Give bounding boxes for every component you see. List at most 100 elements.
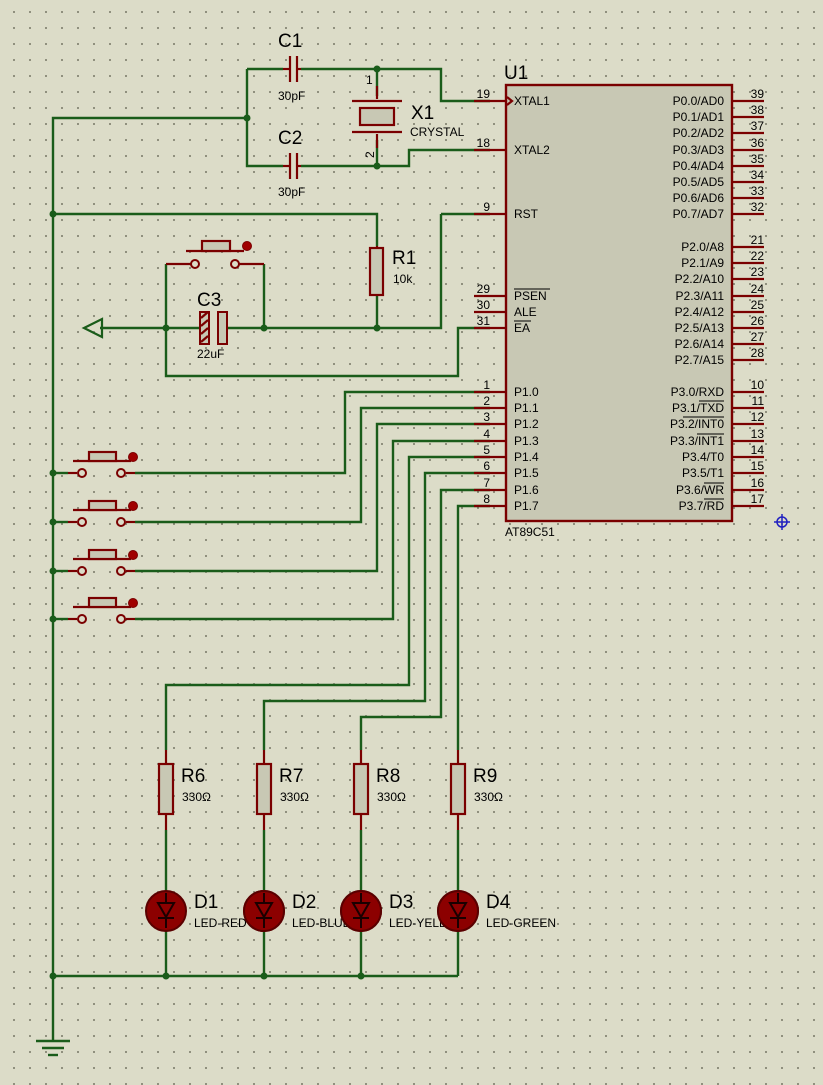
- pin-number: 10: [751, 378, 765, 392]
- led-ref: D1: [194, 892, 218, 913]
- led-value: LED-RED: [194, 916, 247, 930]
- pushbutton-switch[interactable]: [68, 548, 138, 576]
- x1-pin1: 1: [366, 73, 373, 87]
- pin-number: 17: [751, 492, 765, 506]
- resistor-r1[interactable]: R1 10k: [368, 246, 416, 297]
- pin-name: P0.1/AD1: [673, 110, 725, 124]
- x1-pin2: 2: [363, 151, 377, 158]
- crystal-x1[interactable]: 1 2 X1 CRYSTAL: [352, 73, 465, 158]
- capacitor-c3[interactable]: C3 22uF: [197, 290, 228, 361]
- pin-name: P3.5/T1: [682, 466, 724, 480]
- pin-number: 16: [751, 476, 765, 490]
- pin-number: 3: [483, 410, 490, 424]
- pin-name: P2.6/A14: [675, 337, 725, 351]
- c3-value: 22uF: [197, 347, 224, 361]
- pin-name: P2.1/A9: [681, 256, 724, 270]
- pin-number: 22: [751, 249, 765, 263]
- x1-ref: X1: [411, 103, 434, 124]
- pushbutton-switch[interactable]: [68, 499, 138, 527]
- led-overlay: [340, 890, 382, 932]
- pin-name: P3.2/INT0: [670, 417, 724, 431]
- probe-marker-icon[interactable]: [774, 514, 790, 530]
- c3-ref: C3: [197, 290, 221, 311]
- pin-name: P1.7: [514, 499, 539, 513]
- pin-number: 6: [483, 459, 490, 473]
- pin-number: 35: [751, 152, 765, 166]
- pin-name: XTAL1: [514, 94, 550, 108]
- capacitor-c2[interactable]: C2 30pF: [278, 128, 305, 199]
- pin-number: 18: [477, 136, 491, 150]
- pushbutton-switch[interactable]: [68, 450, 138, 478]
- pin-name: P0.2/AD2: [673, 126, 725, 140]
- reset-terminal-arrow[interactable]: [81, 317, 104, 339]
- pin-name: P1.2: [514, 417, 539, 431]
- pin-name: P1.3: [514, 434, 539, 448]
- pin-name: XTAL2: [514, 143, 550, 157]
- pin-number: 36: [751, 136, 765, 150]
- port1-switches: [68, 450, 138, 624]
- pin-name: P3.3/INT1: [670, 434, 724, 448]
- reset-pushbutton[interactable]: [166, 239, 264, 269]
- resistor-value: 330Ω: [182, 790, 211, 804]
- capacitor-c1[interactable]: C1 30pF: [278, 31, 305, 103]
- pin-number: 14: [751, 443, 765, 457]
- c2-value: 30pF: [278, 185, 305, 199]
- chip-part: AT89C51: [505, 525, 555, 539]
- resistor-value: 330Ω: [280, 790, 309, 804]
- pin-name: P1.4: [514, 450, 539, 464]
- chip-u1[interactable]: U1 AT89C51: [504, 63, 734, 539]
- pin-number: 29: [477, 282, 491, 296]
- wires: [51, 67, 490, 1040]
- chip-right-pins: 39P0.0/AD038P0.1/AD137P0.2/AD236P0.3/AD3…: [670, 87, 764, 513]
- pin-name: P1.6: [514, 483, 539, 497]
- pin-name: P1.1: [514, 401, 539, 415]
- pin-number: 5: [483, 443, 490, 457]
- pushbutton-switch[interactable]: [68, 596, 138, 624]
